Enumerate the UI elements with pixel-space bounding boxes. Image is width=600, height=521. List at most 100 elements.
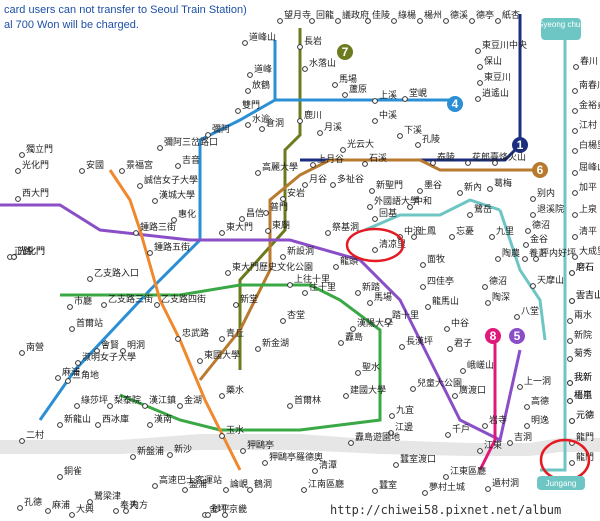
station-dot [259, 126, 265, 132]
station-label: 上泉 [579, 203, 597, 215]
line3-route [108, 169, 242, 471]
station-dot [365, 18, 371, 24]
station-dot [572, 212, 578, 218]
station-dot [572, 234, 578, 240]
line-badge [509, 328, 525, 344]
station-dot [11, 254, 17, 260]
station-label: 江南區廳 [308, 478, 344, 490]
station-dot [239, 216, 245, 222]
station-label: 盤浦 [189, 478, 207, 490]
gyeongchun-route [364, 40, 567, 472]
station-dot [388, 430, 394, 436]
station-dot [524, 404, 530, 410]
station-label: 京畿 [229, 503, 247, 515]
station-dot [397, 133, 403, 139]
station-label: 二村 [26, 429, 44, 441]
station-label: 高速巴士客運站 [159, 474, 222, 486]
station-label: 大興 [76, 503, 94, 515]
station-label: 蘆原 [349, 83, 367, 95]
station-label: 兒童大公園 [417, 377, 462, 389]
line8-route [478, 340, 497, 471]
station-dot [460, 368, 466, 374]
station-dot [572, 170, 578, 176]
station-label: 雙門 [242, 99, 260, 111]
station-dot [389, 413, 395, 419]
station-label: 惠化 [178, 208, 196, 220]
station-dot [19, 350, 25, 356]
station-label: 高德 [531, 395, 549, 407]
station-label: 上鳳 [418, 226, 436, 237]
station-label: 綠莎坪 [81, 394, 108, 406]
station-dot [420, 262, 426, 268]
station-dot [235, 108, 241, 114]
station-dot [15, 168, 21, 174]
station-label: 祭基洞 [332, 221, 359, 233]
station-dot [142, 403, 148, 409]
terminal-jungang-label: Jungang [546, 479, 577, 488]
station-dot [572, 128, 578, 134]
station-label: 德沼 [489, 275, 507, 287]
station-label: 廣渡口 [459, 384, 486, 396]
station-dot [567, 356, 573, 362]
station-label: 白楊里 [579, 139, 600, 151]
station-label: 放鶴 [252, 79, 270, 91]
station-dot [444, 326, 450, 332]
station-label: 新金湖 [262, 337, 289, 349]
station-dot [342, 92, 348, 98]
station-dot [15, 196, 21, 202]
station-labels: 望月寺回龍議政府佳陵綠楊楊州德溪德亭紙杏道峰山長岩水落山東豆川中央保山東豆川逍遙… [7, 9, 600, 518]
station-label: 東國大學 [204, 349, 240, 361]
station-dot [350, 326, 356, 332]
station-label: 磨石 [576, 262, 594, 273]
station-dot [430, 160, 436, 166]
station-dot [154, 302, 160, 308]
station-label: 下溪 [404, 124, 422, 136]
station-label: 九宜 [396, 404, 414, 416]
station-dot [302, 182, 308, 188]
station-dot [287, 403, 293, 409]
station-label: 龍門 [576, 431, 594, 443]
station-dot [469, 18, 475, 24]
station-label: 明逸 [531, 415, 549, 426]
station-dot [317, 130, 323, 136]
station-dot [567, 318, 573, 324]
station-dot [205, 132, 211, 138]
station-dot [457, 190, 463, 196]
station-label: 新沙 [174, 443, 192, 455]
station-label: 上一洞 [524, 376, 551, 387]
station-label: 大成里 [579, 245, 600, 257]
station-label: 銅雀 [64, 465, 82, 477]
station-dot [242, 40, 248, 46]
station-label: 元德 [576, 409, 594, 421]
station-label: 中溪 [379, 109, 397, 121]
station-label: 兩水 [574, 309, 592, 321]
notice-line-1: card users can not transfer to Seoul Tra… [4, 4, 247, 16]
station-label: 乙支路三街 [108, 293, 153, 305]
station-dot [443, 18, 449, 24]
station-label: 新盤浦 [137, 445, 164, 457]
station-dot [343, 393, 349, 399]
station-dot [219, 433, 225, 439]
station-label: 景福宮 [126, 159, 153, 171]
station-label: 蠶室 [379, 479, 397, 491]
station-dot [67, 304, 73, 310]
station-label: 上往十里 [294, 273, 330, 285]
station-dot [87, 499, 93, 505]
station-label: 上月谷 [317, 154, 344, 165]
station-label: 清潭 [319, 459, 337, 471]
station-dot [567, 380, 573, 386]
station-label: 夢村土城 [429, 481, 465, 493]
station-label: 八堂 [521, 305, 539, 317]
station-label: 淑明女子大學 [82, 351, 136, 363]
station-dot [530, 212, 536, 218]
station-dot [569, 298, 575, 304]
station-label: 孔陵 [422, 134, 440, 145]
station-label: 狎鷗亭 [247, 439, 274, 451]
station-dot [487, 186, 493, 192]
station-label: 四佳亭 [427, 275, 454, 287]
station-dot [372, 216, 378, 222]
station-dot [407, 204, 413, 210]
station-label: 江邊 [395, 421, 413, 433]
station-label: 高麗大學 [262, 161, 298, 173]
station-label: 梨泰院 [114, 394, 141, 406]
